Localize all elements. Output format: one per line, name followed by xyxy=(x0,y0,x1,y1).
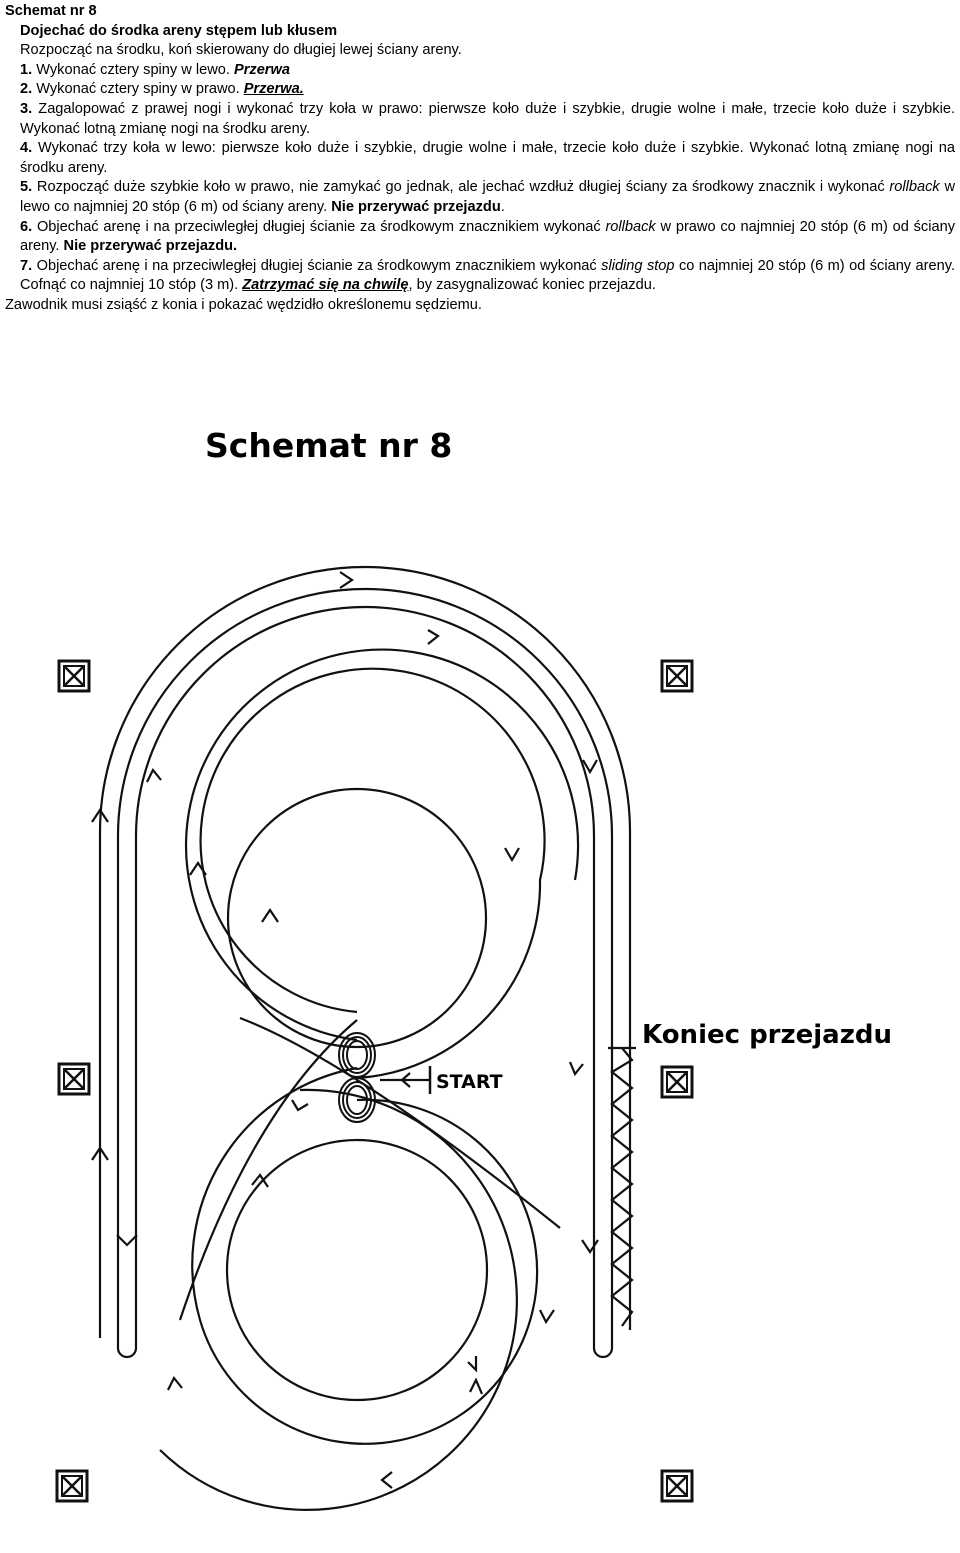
step-text: Wykonać cztery spiny w lewo. xyxy=(32,61,234,78)
step-2: 2. Wykonać cztery spiny w prawo. Przerwa… xyxy=(5,80,955,100)
outer-track xyxy=(116,587,614,1359)
pattern-paths xyxy=(98,565,636,1511)
bold-instruction: Zatrzymać się na chwilę xyxy=(242,277,409,294)
large-circle-bottom xyxy=(191,1066,539,1445)
arrow-icon xyxy=(504,847,520,863)
step-6: 6. Objechać arenę i na przeciwległej dłu… xyxy=(5,218,955,257)
arrow-icon xyxy=(568,1061,584,1077)
step-text: co najmniej 20 stóp (6 m) od ściany aren… xyxy=(20,257,956,294)
small-circle-top xyxy=(226,787,488,1049)
maneuver-term: rollback xyxy=(605,218,656,235)
step-3: 3. Zagalopować z prawej nogi i wykonać t… xyxy=(5,100,955,139)
x-box-icon xyxy=(660,1469,694,1503)
x-box-icon xyxy=(660,1065,694,1099)
arrow-icon xyxy=(467,1356,478,1373)
step-text: Objechać arenę i na przeciwległej długie… xyxy=(32,218,606,235)
step-number: 1. xyxy=(20,61,33,78)
bold-instruction: Nie przerywać przejazdu xyxy=(331,198,501,215)
step-number: 7. xyxy=(20,257,33,274)
arrow-icon xyxy=(167,1375,183,1391)
outro-text: Zawodnik musi zsiąść z konia i pokazać w… xyxy=(5,296,482,313)
spins-icon xyxy=(338,1032,376,1123)
arrow-icon xyxy=(400,1072,411,1088)
zigzag-path xyxy=(610,1047,634,1327)
pattern-description: Schemat nr 8 Dojechać do środka areny st… xyxy=(5,2,955,316)
document-subtitle: Dojechać do środka areny stępem lub kłus… xyxy=(20,22,338,39)
large-circle-top xyxy=(199,667,546,1080)
step-number: 3. xyxy=(20,100,33,117)
step-number: 6. xyxy=(20,218,33,235)
small-circle-bottom xyxy=(225,1138,489,1402)
x-box-icon xyxy=(57,1062,91,1096)
document-title: Schemat nr 8 xyxy=(5,3,97,19)
outer-track xyxy=(98,565,632,1338)
step-text: , by zasygnalizować koniec przejazdu. xyxy=(408,277,656,294)
x-box-icon xyxy=(55,1469,89,1503)
large-circle-top-outer xyxy=(184,648,580,1042)
arrow-icon xyxy=(91,1146,109,1161)
arrow-icon xyxy=(339,571,354,589)
step-4: 4. Wykonać trzy koła w lewo: pierwsze ko… xyxy=(5,139,955,178)
arrow-icon xyxy=(291,1099,309,1112)
intro-text: Rozpocząć na środku, koń skierowany do d… xyxy=(20,42,462,59)
start-label: START xyxy=(436,1071,503,1093)
step-text: Objechać arenę i na przeciwległej długie… xyxy=(32,257,602,274)
end-label: Koniec przejazdu xyxy=(642,1020,892,1050)
arrow-icon xyxy=(427,629,440,645)
arrow-icon xyxy=(539,1309,555,1325)
step-text: Wykonać cztery spiny w prawo. xyxy=(32,81,244,98)
x-box-icon xyxy=(57,659,91,693)
step-text: Wykonać trzy koła w lewo: pierwsze koło … xyxy=(20,140,955,176)
step-text: . xyxy=(500,198,505,215)
arrow-icon xyxy=(581,1239,599,1254)
pattern-diagram: Schemat nr 8 xyxy=(55,426,892,1511)
pause-text: Przerwa. xyxy=(243,81,304,98)
arrow-icon xyxy=(380,1471,393,1489)
arrow-icon xyxy=(116,1234,138,1247)
arrow-icon xyxy=(582,759,598,775)
step-text: Rozpocząć duże szybkie koło w prawo, nie… xyxy=(32,179,890,196)
maneuver-term: sliding stop xyxy=(601,257,675,274)
direction-arrows xyxy=(91,571,599,1489)
maneuver-term: rollback xyxy=(889,179,940,196)
arrow-icon xyxy=(146,767,162,783)
crossing-path xyxy=(178,1019,358,1321)
step-text: w prawo co najmniej 20 stóp (6 m) od ści… xyxy=(20,218,955,255)
x-box-icon xyxy=(660,659,694,693)
bold-instruction: Nie przerywać przejazdu. xyxy=(63,238,238,255)
arrow-icon xyxy=(91,808,109,823)
step-1: 1. Wykonać cztery spiny w lewo. Przerwa xyxy=(5,61,955,81)
step-text: w lewo co najmniej 20 stóp (6 m) od ścia… xyxy=(20,179,955,215)
crossing-path xyxy=(239,1016,561,1229)
pause-text: Przerwa xyxy=(233,61,290,78)
step-number: 5. xyxy=(20,179,33,196)
arrow-icon xyxy=(469,1377,484,1395)
arrow-icon xyxy=(189,861,207,876)
diagram-title: Schemat nr 8 xyxy=(205,426,452,465)
step-number: 4. xyxy=(20,140,33,157)
arrow-icon xyxy=(261,908,279,923)
step-7: 7. Objechać arenę i na przeciwległej dłu… xyxy=(5,257,955,296)
arrow-icon xyxy=(251,1173,269,1188)
step-text: Zagalopować z prawej nogi i wykonać trzy… xyxy=(20,100,955,137)
step-number: 2. xyxy=(20,81,33,98)
step-5: 5. Rozpocząć duże szybkie koło w prawo, … xyxy=(5,178,955,217)
